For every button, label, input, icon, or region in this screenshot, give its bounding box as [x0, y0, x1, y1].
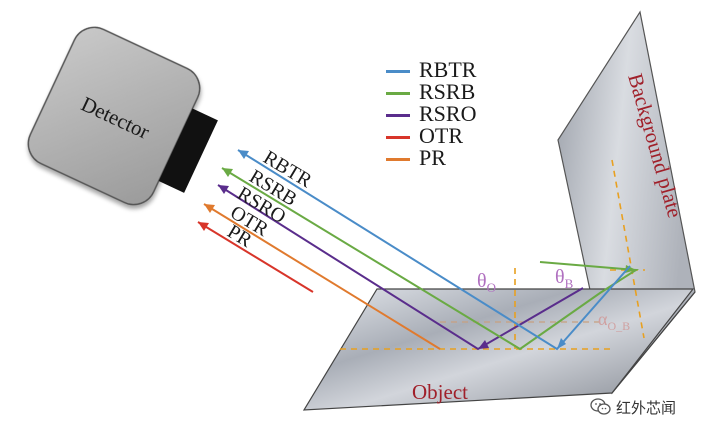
angle-labels: θO θB αO_B	[477, 266, 630, 333]
alpha-ob-label: αO_B	[598, 309, 630, 333]
legend-label: PR	[419, 145, 446, 170]
watermark-text: 红外芯闻	[616, 398, 677, 417]
legend-label: RBTR	[419, 57, 477, 82]
legend-label: RSRB	[419, 79, 476, 104]
legend-swatch	[386, 158, 410, 161]
detector: Detector	[27, 26, 218, 206]
legend-label: OTR	[419, 123, 463, 148]
detector-lens	[158, 108, 218, 193]
legend-swatch	[386, 92, 410, 95]
legend-item-rsrb: RSRB	[386, 79, 516, 104]
legend-label: RSRO	[419, 101, 477, 126]
legend-item-pr: PR	[386, 145, 516, 170]
construction-lines	[340, 159, 645, 350]
ray-rsrb	[221, 167, 640, 351]
object-label: Object	[412, 380, 468, 404]
theta-b-label: θB	[555, 266, 574, 291]
ray-otr	[197, 221, 314, 293]
ray-rsro	[217, 184, 584, 351]
legend-item-rsro: RSRO	[386, 101, 516, 126]
legend-swatch	[386, 136, 410, 139]
ray-pr	[203, 203, 441, 350]
ray-labels: RBTR RSRB RSRO OTR PR	[223, 146, 316, 252]
legend-item-rbtr: RBTR	[386, 57, 516, 82]
legend-swatch	[386, 114, 410, 117]
legend-swatch	[386, 70, 410, 73]
legend: RBTR RSRB RSRO OTR PR	[386, 57, 516, 170]
ray-rbtr	[237, 149, 631, 351]
rays	[197, 149, 640, 351]
legend-item-otr: OTR	[386, 123, 516, 148]
watermark: 红外芯闻	[590, 394, 676, 420]
theta-o-label: θO	[477, 270, 496, 295]
wechat-icon	[590, 398, 611, 415]
